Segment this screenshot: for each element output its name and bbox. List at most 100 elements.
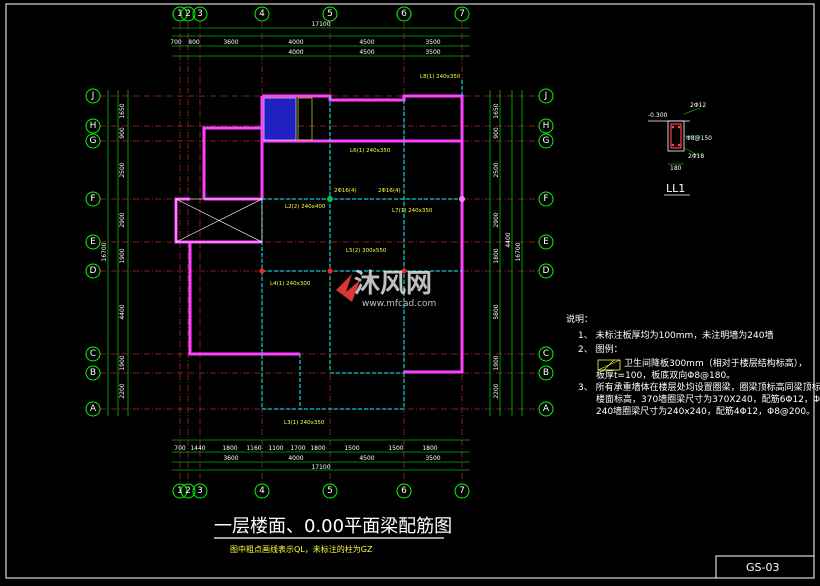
columns	[259, 196, 465, 274]
bottom-dim-1: 1440	[190, 445, 205, 452]
note-2b: 板厚t=100，板底双向Φ8@180。	[596, 369, 735, 381]
axis-bubble-left-D-label: D	[90, 266, 97, 276]
axis-bubble-left-J: J	[85, 88, 101, 104]
bottom-dim-9: 1800	[422, 445, 437, 452]
bottom-dim-2: 1800	[222, 445, 237, 452]
top-dim-4: 4500	[359, 39, 374, 46]
note-3: 3、 所有承重墙体在楼层处均设置圈梁，圈梁顶标高同梁顶标高，	[578, 381, 820, 393]
right-dim-3: 2900	[493, 212, 500, 227]
watermark-logo-icon	[336, 274, 360, 302]
axis-bubble-bottom-3: 3	[192, 483, 208, 499]
bottom-dim-7: 1500	[344, 445, 359, 452]
detail-elev: -0.300	[648, 112, 668, 119]
beam-lines	[261, 80, 463, 410]
note-2a: 卫生间降板300mm（相对于楼层结构标高），	[624, 357, 807, 369]
axis-bubble-right-C-label: C	[543, 349, 549, 359]
axis-bubble-right-G-label: G	[543, 136, 550, 146]
axis-bubble-bottom-3-label: 3	[197, 486, 203, 496]
bottom-total-dim: 17100	[311, 464, 330, 471]
axis-bubble-top-7: 7	[454, 6, 470, 22]
top-dim-3: 4000	[288, 39, 303, 46]
axis-bubble-right-B-label: B	[543, 368, 549, 378]
axis-bubble-right-A: A	[538, 401, 554, 417]
ll1-section-detail: -0.300 2Φ12 Φ8@150 2Φ18 180 LL1	[648, 102, 712, 196]
axis-bubble-right-E-label: E	[543, 237, 549, 247]
beam-annotations: L8(1) 240x350 L6(1) 240x350 L2(2) 240x40…	[270, 74, 461, 426]
axis-bubble-top-4-label: 4	[259, 9, 265, 19]
axis-bubble-right-H: H	[538, 118, 554, 134]
left-dim-6: 1900	[119, 355, 126, 370]
sheet-border	[5, 3, 815, 579]
right-dim-5: 5800	[493, 304, 500, 319]
note-3a: 楼面标高，370墙圈梁尺寸为370X240，配筋6Φ12，Φ8@200	[596, 393, 820, 405]
axis-bubble-top-6-label: 6	[401, 9, 407, 19]
toilet-slab-hatch	[263, 97, 297, 141]
axis-bubble-top-3: 3	[192, 6, 208, 22]
axis-bubble-top-3-label: 3	[197, 9, 203, 19]
title-block: 一层楼面、0.00平面梁配筋图 图中粗点画线表示QL，未标注的柱为GZ	[214, 516, 452, 554]
axis-bubble-right-A-label: A	[543, 404, 550, 414]
wall-outline	[174, 94, 464, 374]
watermark-url: www.mfcad.com	[362, 299, 436, 309]
axis-bubble-left-H: H	[85, 118, 101, 134]
svg-text:2Φ16(4): 2Φ16(4)	[378, 188, 401, 194]
left-dim-2: 2500	[119, 162, 126, 177]
note-3b: 240墙圈梁尺寸为240x240，配筋4Φ12，Φ8@200。	[596, 405, 815, 417]
axis-bubble-right-J: J	[538, 88, 554, 104]
axis-bubble-bottom-5: 5	[322, 483, 338, 499]
top-dim-2: 3600	[223, 39, 238, 46]
axis-bubble-right-F-label: F	[543, 194, 548, 204]
bottom-dim-8: 1500	[388, 445, 403, 452]
axis-bubble-bottom-6: 6	[396, 483, 412, 499]
axis-bubble-top-5-label: 5	[327, 9, 333, 19]
axis-bubble-left-J-label: J	[91, 91, 95, 101]
axis-bubble-left-H-label: H	[90, 121, 97, 131]
right-dim-4: 1800	[493, 248, 500, 263]
axis-bubble-left-G: G	[85, 133, 101, 149]
axis-bubble-bottom-1-label: 1	[177, 486, 183, 496]
top-dim-1: 800	[188, 39, 200, 46]
notes-heading: 说明：	[566, 313, 593, 325]
right-dim-0: 1650	[493, 103, 500, 118]
axis-bubble-top-2-label: 2	[185, 9, 191, 19]
axis-bubble-left-C-label: C	[90, 349, 96, 359]
detail-label: LL1	[666, 182, 685, 195]
svg-text:2Φ16(4): 2Φ16(4)	[334, 188, 357, 194]
void-cross-2	[175, 198, 263, 243]
axis-bubble-left-F: F	[85, 191, 101, 207]
axis-bubble-left-G-label: G	[90, 136, 97, 146]
vertical-axis-lines	[179, 22, 463, 482]
notes-block: 说明： 1、 未标注板厚均为100mm，未注明墙为240墙 2、 图例： 卫生间…	[566, 313, 820, 417]
top-dim-5: 3500	[425, 39, 440, 46]
bottom-dim2-2: 4500	[359, 455, 374, 462]
axis-bubble-right-H-label: H	[543, 121, 550, 131]
axis-bubble-bottom-2-label: 2	[185, 486, 191, 496]
bottom-dim2-3: 3500	[425, 455, 440, 462]
svg-text:L8(1) 240x350: L8(1) 240x350	[420, 74, 461, 80]
watermark: 沐风网 www.mfcad.com	[354, 269, 436, 309]
axis-bubble-left-F-label: F	[90, 194, 95, 204]
axis-bubble-bottom-4-label: 4	[259, 486, 265, 496]
bottom-dim2-0: 3600	[223, 455, 238, 462]
axis-bubble-bottom-4: 4	[254, 483, 270, 499]
axis-bubble-top-4: 4	[254, 6, 270, 22]
left-dim-0: 1650	[119, 103, 126, 118]
axis-bubble-left-B: B	[85, 365, 101, 381]
axis-bubble-right-C: C	[538, 346, 554, 362]
left-dim-5: 4400	[119, 304, 126, 319]
svg-text:L2(2) 240x400: L2(2) 240x400	[285, 204, 326, 210]
axis-bubble-top-1-label: 1	[177, 9, 183, 19]
stair-void	[175, 198, 263, 243]
axis-bubble-top-2: 2	[180, 6, 196, 22]
drawing-subtitle: 图中粗点画线表示QL，未标注的柱为GZ	[230, 544, 373, 554]
top-total-dim: 17100	[311, 21, 330, 28]
axis-bubble-left-D: D	[85, 263, 101, 279]
left-dim-1: 900	[119, 127, 126, 139]
left-total-dim: 16700	[101, 242, 108, 261]
axis-bubble-right-E: E	[538, 234, 554, 250]
axis-bubble-left-E-label: E	[90, 237, 96, 247]
